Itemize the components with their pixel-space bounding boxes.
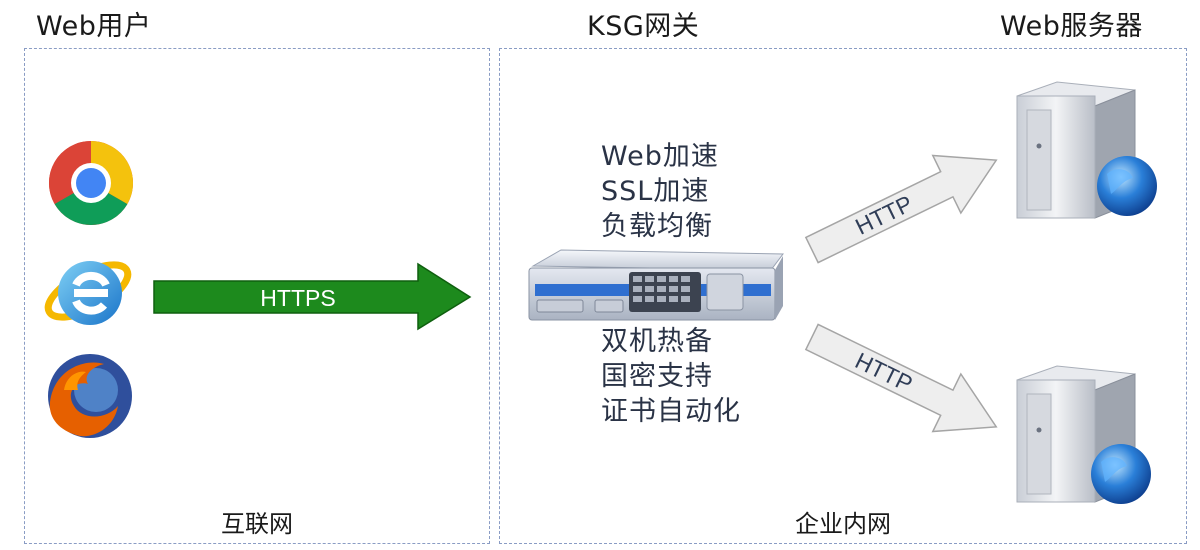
https-arrow: HTTPS: [153, 262, 472, 331]
feature-cert-automation: 证书自动化: [601, 396, 741, 427]
header-web-server: Web服务器: [1000, 11, 1143, 42]
feature-web-acceleration: Web加速: [601, 141, 719, 172]
server-icon-top: [1016, 81, 1157, 219]
header-web-user: Web用户: [36, 11, 152, 42]
feature-list-top: Web加速 SSL加速 负载均衡: [601, 139, 719, 244]
feature-load-balancing: 负载均衡: [601, 211, 713, 242]
zone-internet: 互联网: [24, 48, 490, 544]
zone-intranet-label: 企业内网: [795, 510, 891, 538]
feature-hot-standby: 双机热备: [601, 326, 713, 357]
feature-list-bottom: 双机热备 国密支持 证书自动化: [601, 324, 741, 429]
header-ksg-gateway: KSG网关: [587, 11, 700, 42]
server-icon-bottom: [1016, 365, 1151, 504]
zone-intranet: 企业内网: [499, 48, 1187, 544]
chrome-icon: [48, 140, 134, 226]
internet-explorer-icon: [44, 261, 132, 325]
http-arrow-top: HTTP: [804, 154, 998, 264]
https-arrow-label: HTTPS: [260, 285, 335, 311]
http-arrow-top-label: HTTP: [851, 190, 916, 240]
http-arrow-bottom-label: HTTP: [851, 347, 916, 397]
feature-ssl-acceleration: SSL加速: [601, 176, 710, 207]
feature-national-crypto: 国密支持: [601, 361, 713, 392]
http-arrow-bottom: HTTP: [804, 323, 998, 433]
firefox-icon: [48, 354, 132, 438]
zone-internet-label: 互联网: [221, 510, 293, 538]
gateway-appliance-icon: [528, 249, 784, 321]
